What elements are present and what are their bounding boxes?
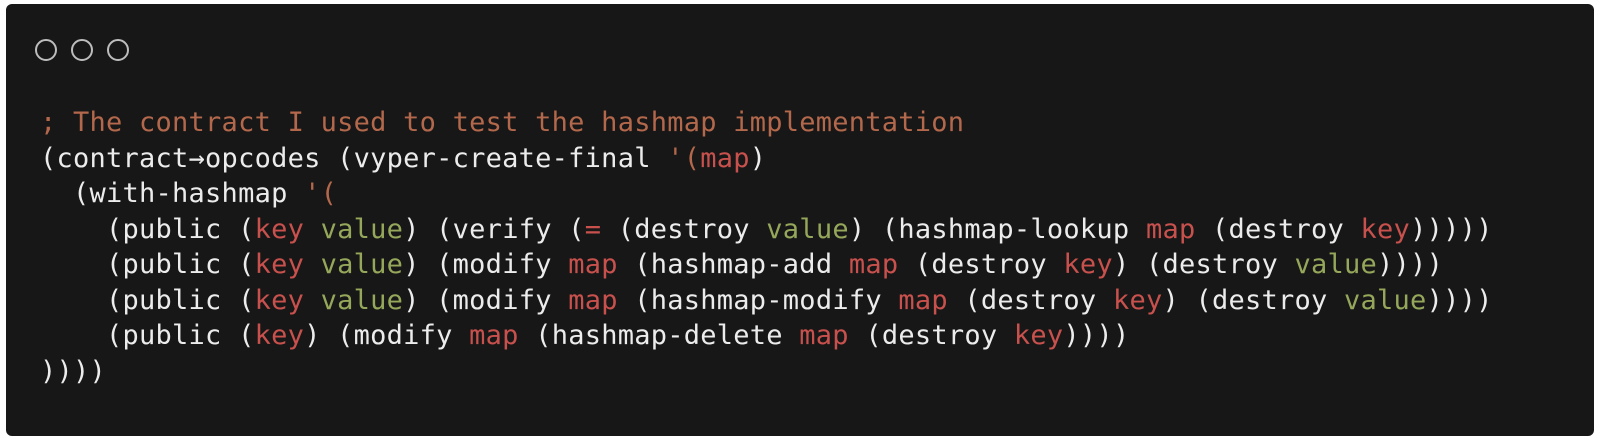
code-token: map <box>568 249 618 280</box>
code-token: ))))) <box>1410 213 1493 245</box>
code-token: (destroy <box>601 213 767 245</box>
code-token: ; The contract I used to test the hashma… <box>40 107 965 138</box>
code-line: (public (key value) (modify map (hashmap… <box>40 247 1493 283</box>
code-token: (public ( <box>40 249 255 280</box>
code-line: ; The contract I used to test the hashma… <box>40 105 1493 141</box>
code-window: ; The contract I used to test the hashma… <box>6 4 1594 436</box>
code-token: '( <box>667 142 701 174</box>
code-token: (destroy <box>848 320 1014 351</box>
code-token: ) (destroy <box>1162 284 1345 316</box>
code-token: key <box>1013 320 1064 351</box>
code-token: map <box>568 284 618 316</box>
code-token: )))) <box>1063 320 1130 351</box>
code-token: key <box>254 213 305 245</box>
code-token: key <box>254 284 305 316</box>
code-token: map <box>799 320 849 351</box>
code-line: (contract→opcodes (vyper-create-final '(… <box>40 141 1493 177</box>
code-token: (contract→opcodes (vyper-create-final <box>40 142 668 174</box>
code-token: value <box>766 213 849 245</box>
code-token: )))) <box>40 355 107 387</box>
window-controls <box>35 39 129 61</box>
code-token: value <box>1294 249 1378 280</box>
code-token: (hashmap-delete <box>518 320 800 351</box>
code-token <box>304 214 321 245</box>
code-token <box>304 249 321 280</box>
code-token: ) (destroy <box>1112 249 1295 280</box>
code-token: )))) <box>1377 249 1444 280</box>
code-token: (destroy <box>898 249 1064 280</box>
code-token: map <box>848 249 899 280</box>
close-circle-icon[interactable] <box>35 39 57 61</box>
minimize-circle-icon[interactable] <box>71 39 93 61</box>
code-line: (public (key value) (modify map (hashmap… <box>40 283 1493 319</box>
code-token: (public ( <box>40 213 255 245</box>
code-token: key <box>1063 249 1113 280</box>
code-token: value <box>320 213 404 245</box>
code-line: (public (key value) (verify (= (destroy … <box>40 212 1493 248</box>
code-token: (with-hashmap <box>40 178 305 209</box>
code-token: ) <box>749 142 767 174</box>
code-token: ) (hashmap-lookup <box>848 213 1146 245</box>
code-token: )))) <box>1426 284 1493 316</box>
code-token: '( <box>304 178 338 209</box>
code-token: ) (modify <box>304 320 470 351</box>
code-token: key <box>1360 213 1411 245</box>
code-token: (public ( <box>40 284 255 316</box>
code-block: ; The contract I used to test the hashma… <box>40 105 1493 389</box>
code-token: key <box>1112 284 1163 316</box>
code-token: key <box>254 320 305 351</box>
code-token: value <box>320 284 404 316</box>
code-token: (public ( <box>40 320 255 351</box>
code-line: (public (key) (modify map (hashmap-delet… <box>40 318 1493 354</box>
code-token: = <box>584 213 602 245</box>
code-token: key <box>254 249 305 280</box>
code-token: value <box>1344 284 1427 316</box>
code-token: ) (modify <box>403 249 569 280</box>
code-line: (with-hashmap '( <box>40 176 1493 212</box>
zoom-circle-icon[interactable] <box>107 39 129 61</box>
code-token: (hashmap-modify <box>617 284 899 316</box>
code-token: map <box>700 142 750 174</box>
code-token: map <box>1145 213 1196 245</box>
code-token: (hashmap-add <box>617 249 849 280</box>
code-token: value <box>320 249 404 280</box>
code-token: (destroy <box>1195 213 1361 245</box>
code-line: )))) <box>40 354 1493 390</box>
code-token: ) (modify <box>403 284 569 316</box>
code-token <box>304 285 321 316</box>
code-token: ) (verify ( <box>403 213 585 245</box>
code-token: map <box>469 320 519 351</box>
code-token: (destroy <box>947 284 1113 316</box>
code-token: map <box>898 284 948 316</box>
